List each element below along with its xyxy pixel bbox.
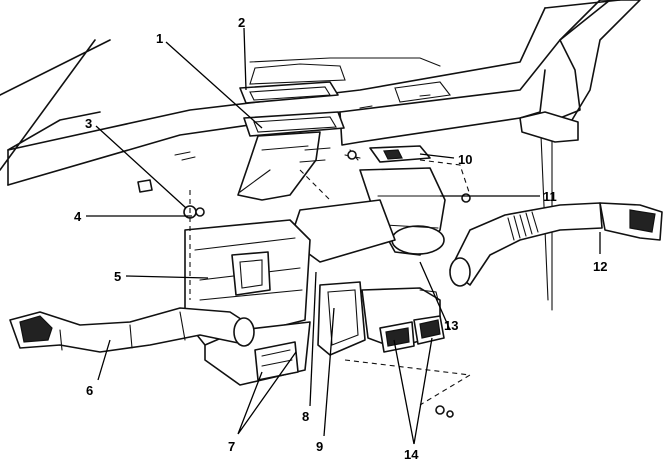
lower-outlet-duct bbox=[317, 281, 445, 356]
callout-7: 7 bbox=[228, 439, 235, 454]
callout-9: 9 bbox=[316, 439, 323, 454]
defroster-outlet-lower bbox=[237, 111, 345, 201]
callout-11: 11 bbox=[543, 189, 557, 204]
seal-gasket bbox=[344, 145, 431, 163]
callout-4: 4 bbox=[74, 209, 82, 224]
instrument-panel bbox=[0, 0, 641, 311]
callout-3: 3 bbox=[85, 116, 92, 131]
right-flex-hose bbox=[449, 202, 663, 287]
left-flex-hose bbox=[9, 307, 255, 353]
center-distribution-duct bbox=[289, 167, 446, 263]
callout-12: 12 bbox=[593, 259, 607, 274]
callout-leaders bbox=[86, 27, 601, 445]
callout-8: 8 bbox=[302, 409, 309, 424]
callout-14: 14 bbox=[404, 447, 419, 462]
fasteners bbox=[137, 147, 471, 418]
callout-5: 5 bbox=[114, 269, 121, 284]
assembly-guide-lines bbox=[189, 159, 472, 406]
heater-housing bbox=[184, 219, 311, 386]
callout-6: 6 bbox=[86, 383, 93, 398]
callout-labels: 1 2 3 4 5 6 7 8 9 10 11 12 13 14 bbox=[74, 15, 607, 462]
callout-13: 13 bbox=[444, 318, 458, 333]
callout-2: 2 bbox=[238, 15, 245, 30]
callout-10: 10 bbox=[458, 152, 472, 167]
defroster-outlet-upper bbox=[239, 57, 441, 104]
callout-1: 1 bbox=[156, 31, 163, 46]
